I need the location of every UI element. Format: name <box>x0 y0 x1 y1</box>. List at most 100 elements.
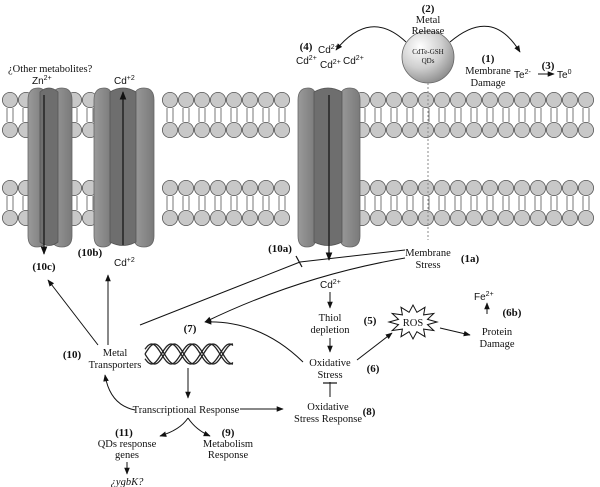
other-metabolites-label: ¿Other metabolites? <box>8 64 93 75</box>
lipid-head <box>465 92 482 109</box>
lipid-head <box>177 92 194 109</box>
transcription-to-genes-arrow <box>159 417 189 437</box>
lipid-head <box>177 209 194 226</box>
lipid-head <box>385 209 402 226</box>
cd-top-ion: Cd+2 <box>114 75 135 87</box>
membrane-stress-to-inhibit <box>299 249 406 263</box>
lipid-head <box>401 179 418 196</box>
dna-strand <box>144 343 234 365</box>
ros-to-protein-arrow <box>439 327 471 337</box>
lipid-head <box>481 179 498 196</box>
lipid-head <box>401 209 418 226</box>
qds-genes-line-2: genes <box>115 450 139 461</box>
lipid-head <box>417 179 434 196</box>
cd-bottom-ion: Cd+2 <box>114 257 135 269</box>
lipid-head <box>209 92 226 109</box>
lipid-head <box>433 179 450 196</box>
lipid-head <box>209 122 226 139</box>
lipid-head <box>449 92 466 109</box>
membrane-stress-to-dna-arrow <box>204 257 406 323</box>
lipid-head <box>161 209 178 226</box>
lipid-head <box>514 92 531 109</box>
lipid-head <box>225 209 242 226</box>
lipid-head <box>449 209 466 226</box>
metal-release-line-2: Release <box>412 26 445 37</box>
step-10c-number: (10c) <box>32 261 56 273</box>
metal-transporters-line-2: Transporters <box>89 360 142 371</box>
step-10b-number: (10b) <box>78 247 103 259</box>
lipid-head <box>209 179 226 196</box>
lipid-head <box>578 209 595 226</box>
oxidative-stress-line-2: Stress <box>317 370 342 381</box>
cd-cluster-b: Cd2+ <box>296 55 317 67</box>
lipid-head <box>385 179 402 196</box>
lipid-head <box>385 92 402 109</box>
cd-cluster-a: Cd2+ <box>318 44 339 56</box>
lipid-head <box>546 209 563 226</box>
step-11-number: (11) <box>115 427 133 439</box>
protein-damage-line-2: Damage <box>480 339 515 350</box>
dna-strand <box>144 343 234 365</box>
ox-stress-response-line-2: Stress Response <box>294 414 362 425</box>
step-4-number: (4) <box>300 41 313 53</box>
lipid-head <box>465 209 482 226</box>
lipid-head <box>481 122 498 139</box>
lipid-head <box>273 179 290 196</box>
membrane-stress-line-2: Stress <box>415 260 440 271</box>
lipid-head <box>433 209 450 226</box>
ox-stress-response-line-1: Oxidative <box>307 402 349 413</box>
ygbk-label: ¿ygbK? <box>111 477 144 487</box>
transcriptional-response-label: Transcriptional Response <box>133 405 240 416</box>
cd-cluster-d: Cd2+ <box>343 55 364 67</box>
thiol-depletion-line-2: depletion <box>310 325 350 336</box>
oxidative-to-ros-arrow <box>356 332 393 361</box>
lipid-head <box>177 122 194 139</box>
step-10a-number: (10a) <box>268 243 292 255</box>
lipid-head <box>385 122 402 139</box>
inhibit-line <box>139 261 301 326</box>
lipid-head <box>369 179 386 196</box>
lipid-head <box>449 122 466 139</box>
ros-burst: ROS <box>387 303 439 341</box>
lipid-head <box>225 92 242 109</box>
lipid-head <box>369 92 386 109</box>
protein-damage-line-1: Protein <box>482 327 513 338</box>
step-6-number: (6) <box>367 363 380 375</box>
lipid-head <box>241 179 258 196</box>
zn-channel <box>27 87 73 248</box>
channel-arrows <box>40 91 333 261</box>
lipid-head <box>241 92 258 109</box>
lipid-head <box>2 209 18 226</box>
lipid-head <box>209 209 226 226</box>
transcription-to-transporters-arrow <box>103 374 136 411</box>
metal-release-line-1: Metal <box>416 15 441 26</box>
dna-helix <box>144 343 234 365</box>
metal-release-arrow <box>335 26 407 51</box>
lipid-head <box>273 92 290 109</box>
dna-strand <box>144 343 234 365</box>
lipid-head <box>433 122 450 139</box>
lipid-head <box>417 209 434 226</box>
te-ion: Te2- <box>514 69 531 81</box>
lipid-head <box>401 92 418 109</box>
lipid-head <box>578 179 595 196</box>
lipid-head <box>161 92 178 109</box>
step-8-number: (8) <box>363 406 376 418</box>
lipid-head <box>193 179 210 196</box>
lipid-head <box>177 179 194 196</box>
ros-label: ROS <box>403 318 424 329</box>
qds-genes-line-1: QDs response <box>98 439 157 450</box>
lipid-head <box>562 92 579 109</box>
lipid-head <box>2 92 18 109</box>
qd-label-1: CdTe-GSH <box>412 48 443 56</box>
lipid-head <box>257 92 274 109</box>
lipid-head <box>546 92 563 109</box>
lipid-head <box>449 179 466 196</box>
lipid-head <box>2 122 18 139</box>
cd-channel <box>93 87 155 248</box>
lipid-head <box>161 179 178 196</box>
fe-ion: Fe2+ <box>474 291 494 303</box>
dna-strand <box>144 343 234 365</box>
step-5-number: (5) <box>364 315 377 327</box>
